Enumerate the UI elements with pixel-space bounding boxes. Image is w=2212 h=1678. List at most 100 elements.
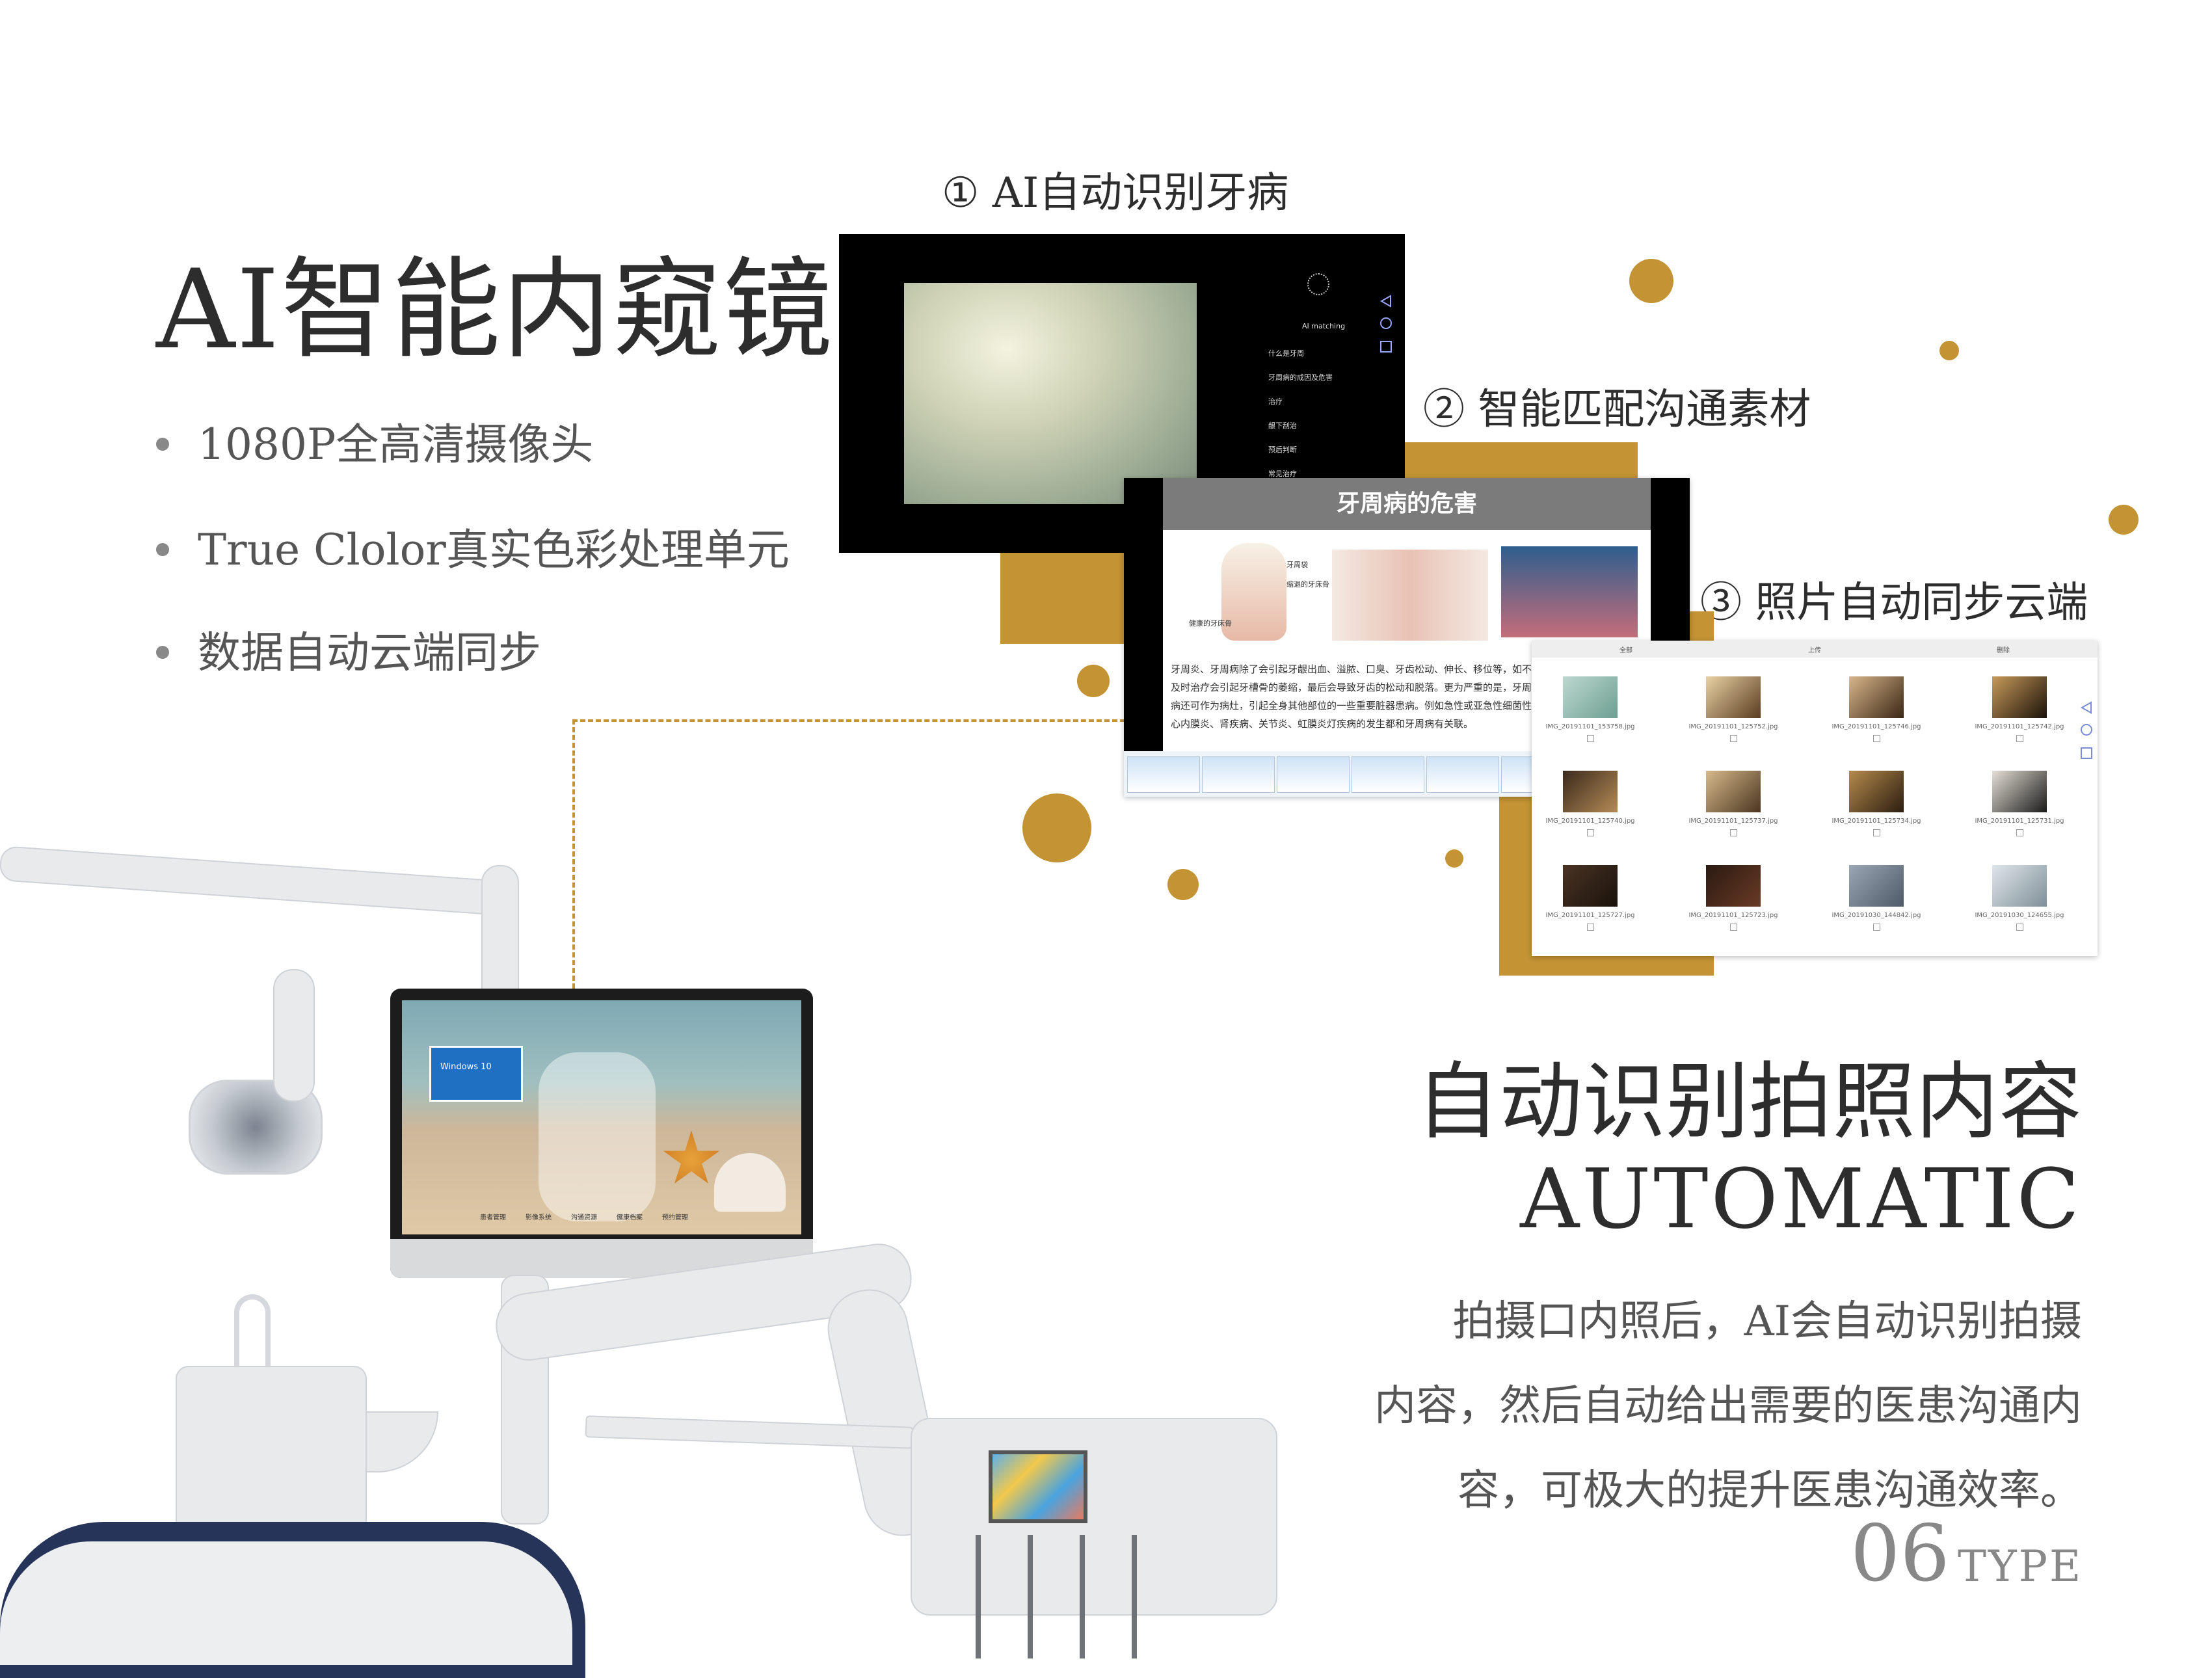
photo-checkbox[interactable]	[2016, 735, 2023, 742]
tab-delete[interactable]: 删除	[1997, 647, 2010, 654]
photo-filename: IMG_20191101_125727.jpg	[1545, 912, 1635, 919]
photo-checkbox[interactable]	[1873, 735, 1880, 742]
dock-item[interactable]: 健康档案	[617, 1214, 643, 1221]
photo-filename: IMG_20191030_124655.jpg	[1975, 912, 2064, 919]
material-thumbnail[interactable]	[1277, 756, 1350, 793]
dental-photo	[1501, 546, 1638, 637]
recents-icon[interactable]	[1380, 341, 1392, 353]
ai-menu-item[interactable]: 牙周病的成因及危害	[1268, 373, 1333, 382]
gallery-photo[interactable]	[1849, 865, 1904, 907]
gallery-photo[interactable]	[1849, 676, 1904, 718]
ai-spinner-icon	[1307, 273, 1329, 295]
light-arm	[0, 846, 516, 917]
feature-item: 1080P全高清摄像头	[156, 410, 593, 472]
intraoral-tooth-image	[904, 283, 1197, 504]
gallery-photo[interactable]	[1992, 771, 2047, 812]
material-thumbnail[interactable]	[1352, 756, 1424, 793]
monitor-desktop: Windows 10 患者管理 影像系统 沟通资源 健康档案 预约管理	[402, 1000, 801, 1234]
material-thumbnail[interactable]	[1127, 756, 1200, 793]
recents-icon[interactable]	[2081, 747, 2092, 759]
photo-checkbox[interactable]	[2016, 924, 2023, 931]
seashell-icon	[714, 1153, 786, 1212]
photo-checkbox[interactable]	[1873, 924, 1880, 931]
gallery-photo[interactable]	[1563, 771, 1618, 812]
dock-item[interactable]: 预约管理	[662, 1214, 688, 1221]
gallery-photo[interactable]	[1563, 865, 1618, 907]
diagram-label: 牙周袋	[1286, 561, 1308, 569]
diagram-label: 健康的牙床骨	[1189, 619, 1232, 628]
photo-filename: IMG_20191101_125723.jpg	[1688, 912, 1778, 919]
starfish-icon	[663, 1130, 720, 1184]
back-icon[interactable]	[2080, 701, 2092, 714]
gallery-photo[interactable]	[1563, 676, 1618, 718]
photo-checkbox[interactable]	[1873, 829, 1880, 836]
gallery-photo[interactable]	[1992, 865, 2047, 907]
photo-checkbox[interactable]	[1587, 924, 1594, 931]
step-label-3: ③ 照片自动同步云端	[1700, 579, 2088, 627]
gallery-photo[interactable]	[1706, 676, 1761, 718]
description-line: 拍摄口内照后，AI会自动识别拍摄	[1452, 1298, 2083, 1346]
photo-filename: IMG_20191030_144842.jpg	[1832, 912, 1921, 919]
ai-menu-item[interactable]: 什么是牙周	[1268, 349, 1304, 358]
gallery-photo[interactable]	[1849, 771, 1904, 812]
gallery-photo[interactable]	[1706, 771, 1761, 812]
photo-filename: IMG_20191101_125737.jpg	[1688, 818, 1778, 825]
ai-matching-header: AI matching	[1302, 322, 1346, 330]
photo-checkbox[interactable]	[1587, 829, 1594, 836]
tab-upload[interactable]: 上传	[1808, 647, 1821, 654]
feature-item: 数据自动云端同步	[156, 618, 541, 680]
windows-tile[interactable]: Windows 10	[429, 1046, 523, 1102]
gum-progression-diagram	[1332, 550, 1488, 641]
gallery-photo[interactable]	[1706, 865, 1761, 907]
ai-menu-item[interactable]: 龈下刮治	[1268, 421, 1297, 430]
handpiece-hose	[1080, 1535, 1085, 1658]
home-icon[interactable]	[1380, 317, 1392, 329]
light-arm-joint	[481, 865, 519, 1011]
communication-material-screen: 牙周病的危害 健康的牙床骨 牙周袋 缩退的牙床骨 牙周炎、牙周病除了会引起牙龈出…	[1124, 478, 1690, 797]
doctor-unit	[911, 1418, 1277, 1616]
ai-menu-item[interactable]: 治疗	[1268, 397, 1283, 406]
handpiece-hose	[976, 1535, 981, 1658]
photo-checkbox[interactable]	[1587, 735, 1594, 742]
back-icon[interactable]	[1379, 295, 1391, 308]
photo-filename: IMG_20191101_125734.jpg	[1832, 818, 1921, 825]
cup-hook-icon	[234, 1294, 271, 1371]
photo-checkbox[interactable]	[1730, 924, 1737, 931]
ai-menu-item[interactable]: 常见治疗	[1268, 470, 1297, 478]
bullet-dot-icon	[156, 543, 169, 556]
app-petal-menu[interactable]	[539, 1052, 656, 1221]
photo-filename: IMG_20191101_125752.jpg	[1688, 723, 1778, 730]
decor-circle	[1167, 869, 1199, 900]
material-thumbnail[interactable]	[1202, 756, 1275, 793]
description-line: 容，可极大的提升医患沟通效率。	[1458, 1467, 2082, 1515]
monitor-dock: 患者管理 影像系统 沟通资源 健康档案 预约管理	[480, 1212, 714, 1231]
type-label: TYPE	[1958, 1541, 2083, 1591]
photo-checkbox[interactable]	[2016, 829, 2023, 836]
gallery-photo[interactable]	[1992, 676, 2047, 718]
tab-all[interactable]: 全部	[1619, 647, 1632, 654]
handpiece-hose	[1132, 1535, 1137, 1658]
dashed-connector	[572, 719, 575, 989]
photo-filename: IMG_20191101_125731.jpg	[1975, 818, 2064, 825]
decor-circle	[1629, 259, 1673, 303]
section-subtitle: AUTOMATIC	[1520, 1151, 2082, 1247]
chair-shell	[0, 1541, 572, 1665]
dock-item[interactable]: 患者管理	[480, 1214, 506, 1221]
photo-checkbox[interactable]	[1730, 829, 1737, 836]
home-icon[interactable]	[2081, 724, 2092, 736]
dock-item[interactable]: 沟通资源	[571, 1214, 597, 1221]
material-title: 牙周病的危害	[1163, 478, 1651, 530]
control-panel-display[interactable]	[989, 1450, 1087, 1523]
photo-filename: IMG_20191101_153758.jpg	[1545, 723, 1635, 730]
dock-item[interactable]: 影像系统	[526, 1214, 552, 1221]
feature-item: True Clolor真实色彩处理单元	[156, 515, 790, 578]
ai-menu-item[interactable]: 预后判断	[1268, 446, 1297, 454]
page-number: 06	[1850, 1509, 1950, 1599]
photo-filename: IMG_20191101_125740.jpg	[1545, 818, 1635, 825]
gallery-tab-bar: 全部 上传 删除	[1532, 641, 2098, 658]
description-line: 内容，然后自动给出需要的医患沟通内	[1374, 1382, 2082, 1430]
material-thumbnail[interactable]	[1426, 756, 1499, 793]
photo-checkbox[interactable]	[1730, 735, 1737, 742]
tooth-diagram	[1221, 543, 1286, 641]
bullet-dot-icon	[156, 646, 169, 659]
